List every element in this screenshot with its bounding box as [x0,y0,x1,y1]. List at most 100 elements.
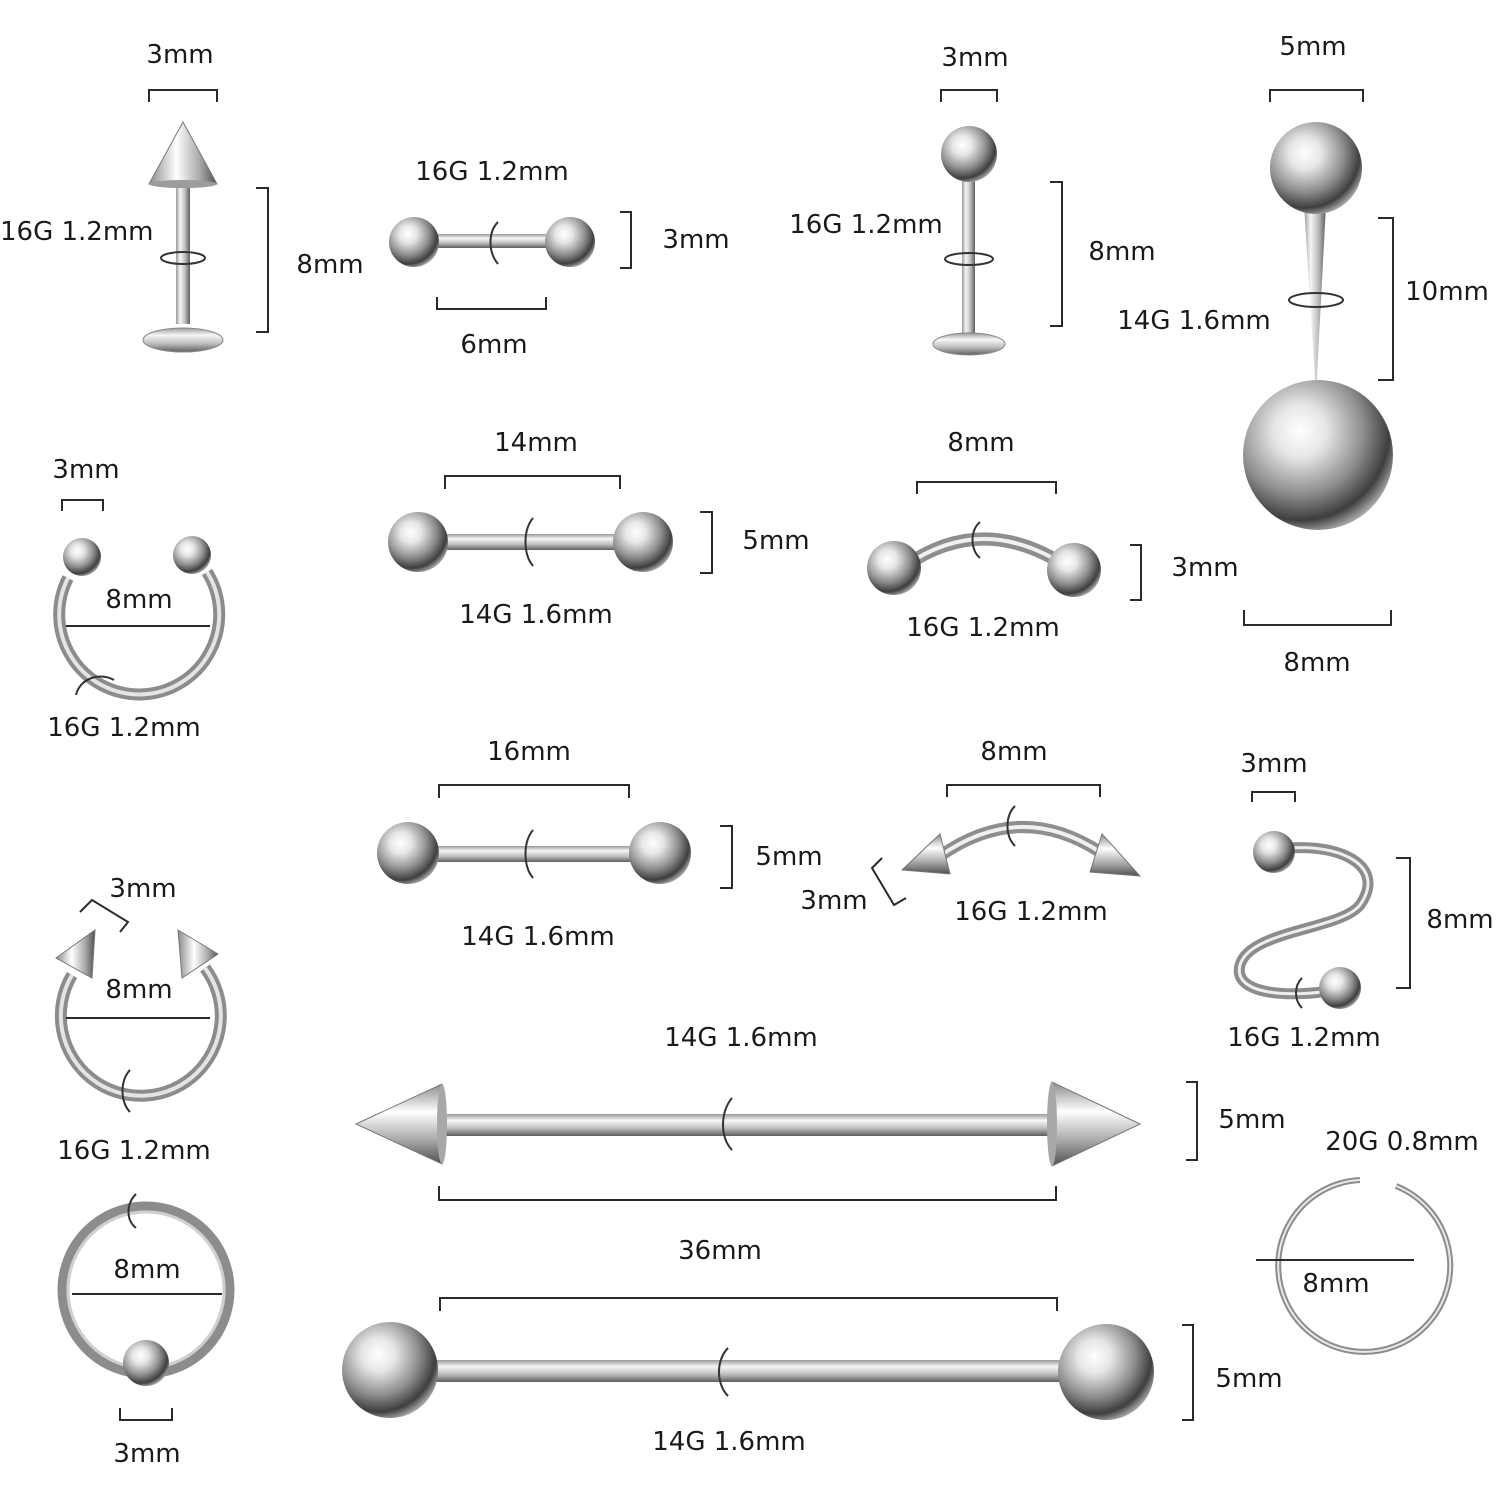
thread-mark [722,1097,733,1151]
industrial-bar [430,1114,1060,1136]
labret-ball-top [941,126,997,182]
barbell-ball-right [613,512,673,572]
curved-barbell-spike [870,784,1142,907]
spiral-gauge-label: 16G 1.2mm [1227,1023,1381,1053]
barbell-16-gauge-label: 14G 1.6mm [461,922,615,952]
industrial-spike-end-label: 5mm [1218,1105,1286,1135]
barbell-ball-left [377,822,439,884]
curved-ball-ball-label: 3mm [1171,553,1239,583]
barbell-14mm [388,475,713,574]
mini-barbell [389,211,632,310]
horseshoe-ball-right [173,536,211,574]
mini-barbell-ball-label: 3mm [662,225,730,255]
horseshoe-spike-gauge-label: 16G 1.2mm [57,1136,211,1166]
thread-mark [127,1193,137,1229]
industrial-spike-length-label: 36mm [678,1236,762,1266]
industrial-ball-end-label: 5mm [1215,1364,1283,1394]
industrial-ball-gauge-label: 14G 1.6mm [652,1427,806,1457]
thread-mark [1288,292,1344,308]
spike-base [149,180,217,188]
curved-barbell-ball [867,481,1142,601]
dim-bracket-top [940,89,998,102]
industrial-ball-left [342,1322,438,1418]
belly-ring-top-label: 5mm [1279,32,1347,62]
labret-spike-top-label: 3mm [146,40,214,70]
spike-right [1051,1081,1142,1167]
curved-spike-length-label: 8mm [980,737,1048,767]
barbell-bar [430,846,660,862]
thread-mark [971,521,981,559]
mini-barbell-gauge-label: 16G 1.2mm [415,157,569,187]
horseshoe-spike [54,898,227,1113]
dim-bracket-right [1182,1324,1194,1421]
captive-ring-diameter-label: 8mm [113,1255,181,1285]
curved-ball-right [1047,543,1101,597]
belly-ball-top [1270,122,1362,214]
belly-ring-gauge-label: 14G 1.6mm [1117,306,1271,336]
spiral-wire-shine [1237,846,1370,996]
labret-spike [142,89,269,353]
horseshoe-ball-left [63,538,101,576]
curved-bar-shine [938,825,1102,858]
belly-post [1304,205,1326,395]
dim-bracket-bottom [119,1408,173,1421]
barbell-bar [430,234,556,248]
dim-bracket-top [444,475,621,489]
belly-ball-bottom [1243,380,1393,530]
labret-spike-gauge-label: 16G 1.2mm [0,217,154,247]
nose-ring [1256,1177,1454,1355]
spike-left [354,1083,443,1165]
dim-bracket-right [256,187,269,333]
dim-bracket-spike [79,898,130,933]
belly-ring-ball-label: 8mm [1283,648,1351,678]
spike-left [900,833,951,875]
industrial-spike-gauge-label: 14G 1.6mm [664,1023,818,1053]
dim-bracket-top [1251,791,1296,802]
mini-barbell-length-label: 6mm [460,330,528,360]
labret-disc [932,332,1006,356]
horseshoe-ball-ball-label: 3mm [52,455,120,485]
barbell-16mm [377,784,733,889]
thread-mark [1295,977,1303,1009]
industrial-ball-right [1058,1324,1154,1420]
horseshoe-spike-diameter-label: 8mm [105,975,173,1005]
barbell-14-gauge-label: 14G 1.6mm [459,600,613,630]
spike-right-base [1047,1082,1057,1166]
belly-ring-length-label: 10mm [1405,277,1489,307]
thread-mark [489,221,499,265]
dim-bracket-bottom [1243,610,1392,626]
spiral-height-label: 8mm [1426,905,1494,935]
curved-spike-spike-label: 3mm [800,886,868,916]
dim-bracket-spike [870,857,907,907]
barbell-14-length-label: 14mm [494,428,578,458]
dim-bracket-top [439,1297,1058,1311]
hoop-shine [1277,1179,1452,1353]
industrial-ball [342,1297,1194,1421]
barbell-16-ball-label: 5mm [755,842,823,872]
labret-ball-gauge-label: 16G 1.2mm [789,210,943,240]
dim-bracket-right [1186,1081,1198,1161]
curved-ball-left [867,541,921,595]
labret-post [176,184,190,324]
barbell-ball-right [629,822,691,884]
labret-ball-top-label: 3mm [941,43,1009,73]
thread-mark [524,829,534,879]
belly-ring [1243,89,1394,626]
dim-bracket-top [148,89,218,102]
thread-mark [1006,805,1016,847]
dim-bracket-top [1269,89,1364,102]
barbell-16-length-label: 16mm [487,737,571,767]
labret-ball [932,89,1063,356]
dim-bracket-bottom [436,297,547,310]
labret-spike-length-label: 8mm [296,250,364,280]
horseshoe-ring-shine [58,966,223,1098]
horseshoe-ring-shine [57,570,222,697]
spiral-ball-label: 3mm [1240,749,1308,779]
barbell-ball-right [545,217,595,267]
industrial-bar [420,1360,1080,1382]
dim-bracket-right [620,211,632,269]
captive-bead [123,1340,169,1386]
dim-bracket-top [946,784,1101,797]
captive-ring-ball-label: 3mm [113,1439,181,1469]
